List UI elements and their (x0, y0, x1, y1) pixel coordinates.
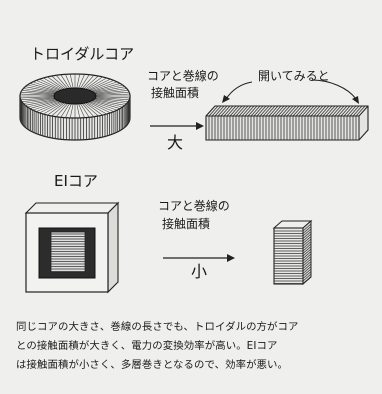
ei-core-title: EIコア (54, 172, 98, 190)
right-arrow-small (163, 254, 235, 262)
unroll-curved-arrows (222, 79, 359, 104)
caption-line-1: 同じコアの大きさ、巻線の長さでも、トロイダルの方がコア (16, 321, 299, 333)
caption-line-2: との接触面積が大きく、電力の変換効率が高い。EIコア (16, 340, 278, 352)
ei-contact-label-line2: 接触面積 (162, 217, 211, 231)
unrolled-winding-bar (205, 105, 369, 141)
caption-line-3: は接触面積が小さく、多層巻きとなるので、効率が悪い。 (16, 359, 289, 371)
toroidal-core-illustration (19, 73, 131, 141)
toroidal-contact-label-line2: 接触面積 (151, 86, 200, 100)
toroidal-size-label: 大 (167, 133, 184, 152)
toroidal-core-title: トロイダルコア (30, 45, 135, 63)
unroll-label: 開いてみると (258, 69, 330, 83)
toroidal-contact-label-line1: コアと巻線の (147, 69, 219, 83)
ei-core-illustration (24, 201, 120, 294)
right-arrow-large (150, 122, 204, 130)
stacked-winding-block (272, 219, 313, 286)
ei-contact-label-line1: コアと巻線の (158, 199, 230, 213)
ei-size-label: 小 (191, 262, 208, 281)
explanation-caption: 同じコアの大きさ、巻線の長さでも、トロイダルの方がコア との接触面積が大きく、電… (16, 318, 368, 375)
